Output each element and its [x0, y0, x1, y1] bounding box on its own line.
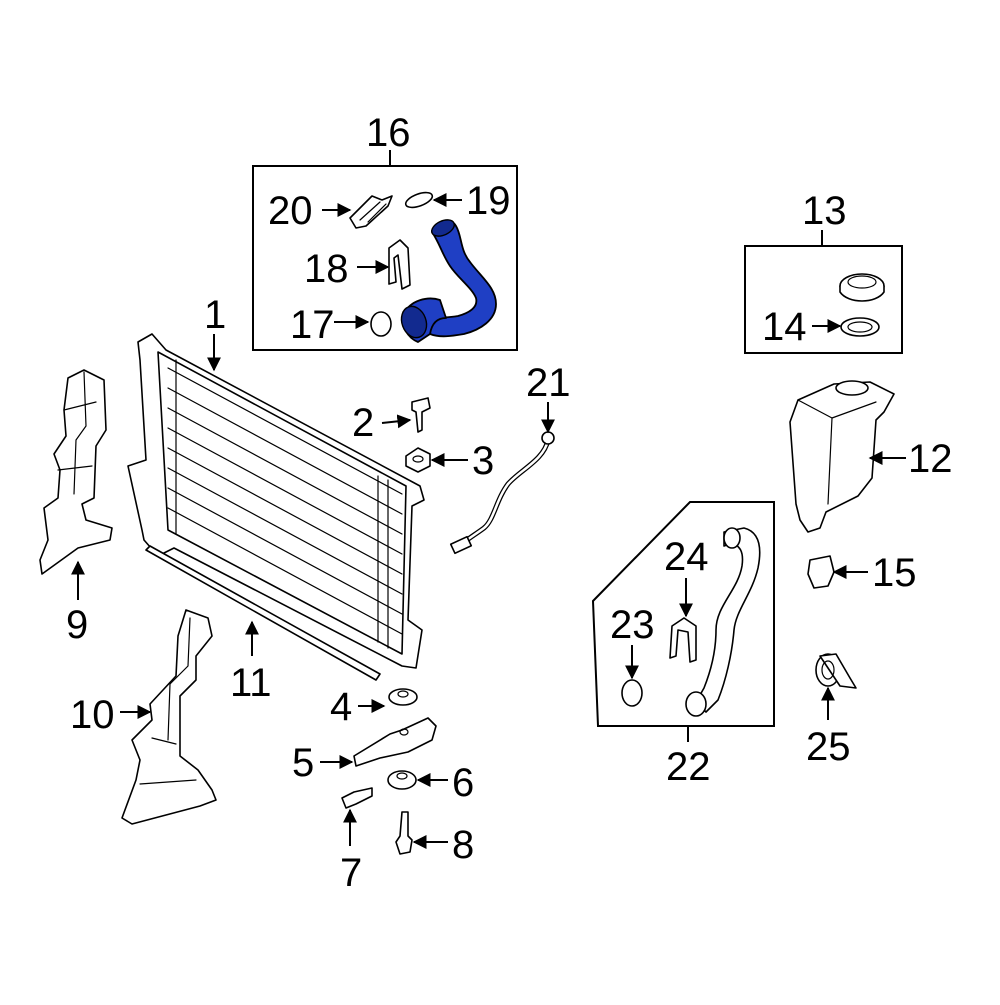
callout-11: 11 — [230, 661, 272, 705]
part-24-clip[interactable] — [669, 617, 697, 663]
callout-23: 23 — [610, 603, 655, 647]
part-12-coolant-reservoir[interactable] — [789, 380, 895, 533]
callout-20: 20 — [268, 189, 313, 233]
part-2-bolt[interactable] — [411, 397, 431, 433]
part-17-o-ring[interactable] — [370, 311, 392, 337]
callout-21: 21 — [526, 361, 571, 405]
part-22-lower-hose[interactable] — [685, 527, 761, 717]
part-9-air-deflector-left[interactable] — [39, 369, 113, 575]
callout-25: 25 — [806, 725, 851, 769]
callout-13: 13 — [802, 189, 847, 233]
leader-lines — [71, 193, 906, 849]
callout-14: 14 — [762, 305, 807, 349]
callout-16: 16 — [366, 111, 411, 155]
part-23-o-ring[interactable] — [621, 679, 643, 707]
hose-kit-box — [252, 150, 518, 351]
callout-6: 6 — [452, 761, 474, 805]
callout-19: 19 — [466, 179, 511, 223]
callout-5: 5 — [292, 741, 314, 785]
part-13-reservoir-cap[interactable] — [839, 273, 885, 302]
part-3-nut[interactable] — [405, 447, 431, 473]
part-25-hose-clamp[interactable] — [815, 653, 857, 689]
part-1-radiator[interactable] — [127, 333, 425, 669]
part-4-isolator[interactable] — [388, 688, 418, 706]
part-14-cap-seal[interactable] — [840, 317, 880, 337]
lower-hose-kit-box — [591, 501, 775, 742]
callout-3: 3 — [472, 439, 494, 483]
callout-4: 4 — [330, 685, 352, 729]
part-5-bracket[interactable] — [353, 717, 437, 767]
callout-17: 17 — [290, 303, 335, 347]
part-20-bracket[interactable] — [349, 195, 393, 229]
part-15-fitting[interactable] — [807, 555, 835, 589]
part-10-air-deflector-lower[interactable] — [121, 609, 217, 825]
part-6-isolator[interactable] — [387, 770, 417, 790]
callout-9: 9 — [66, 603, 88, 647]
callout-10: 10 — [70, 693, 115, 737]
callout-2: 2 — [352, 401, 374, 445]
callout-24: 24 — [664, 535, 709, 579]
callout-22: 22 — [666, 745, 711, 789]
part-19-o-ring[interactable] — [404, 190, 434, 211]
cap-kit-box — [744, 230, 903, 354]
part-18-clip[interactable] — [388, 239, 411, 290]
part-8-bolt[interactable] — [395, 811, 413, 855]
callout-12: 12 — [908, 437, 953, 481]
callout-labels: 1 2 3 4 5 6 7 8 9 10 11 12 13 14 15 16 1… — [66, 111, 953, 895]
part-7-bolt[interactable] — [341, 787, 373, 809]
callout-7: 7 — [340, 851, 362, 895]
callout-15: 15 — [872, 551, 917, 595]
upper-radiator-hose-highlighted[interactable] — [397, 217, 497, 343]
part-11-seal-strip[interactable] — [145, 545, 381, 681]
callout-18: 18 — [304, 247, 349, 291]
callout-8: 8 — [452, 823, 474, 867]
part-21-sensor-hose[interactable] — [449, 431, 555, 555]
callout-1: 1 — [204, 293, 226, 337]
